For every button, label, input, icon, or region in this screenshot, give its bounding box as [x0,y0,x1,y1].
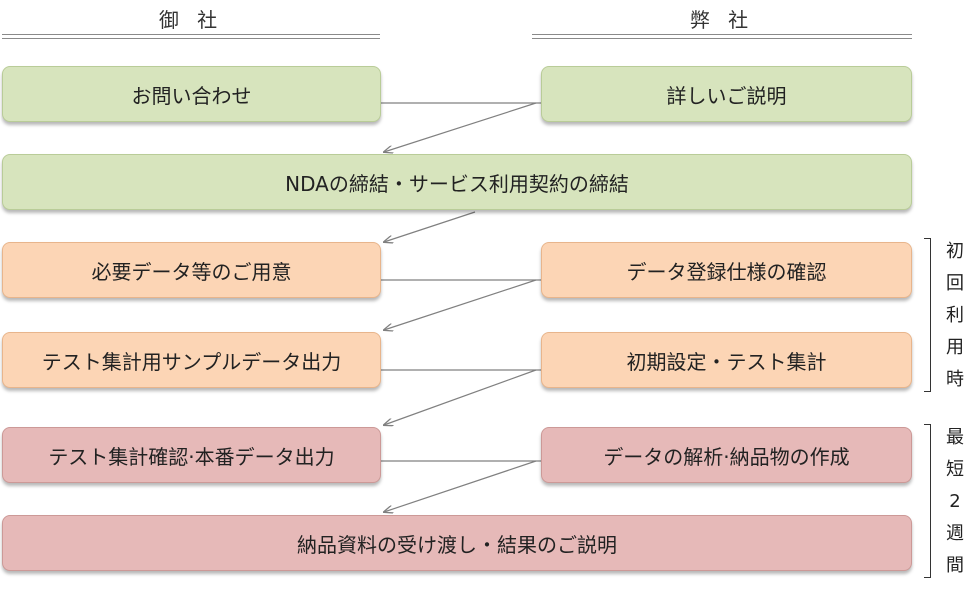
test-output-label: テスト集計用サンプルデータ出力 [41,349,342,374]
test-output-box: テスト集計用サンプルデータ出力 [2,332,381,388]
initial-setup-box: 初期設定・テスト集計 [541,332,912,388]
inquiry-label: お問い合わせ [131,83,252,108]
confirm-output-box: テスト集計確認·本番データ出力 [2,427,381,483]
confirm-spec-label: データ登録仕様の確認 [626,259,827,284]
initial-setup-label: 初期設定・テスト集計 [626,349,827,374]
prepare-data-box: 必要データ等のご用意 [2,242,381,298]
connector-arrow [384,369,537,425]
client-header-rule [2,34,380,39]
confirm-output-label: テスト集計確認·本番データ出力 [48,444,335,469]
analysis-label: データの解析·納品物の作成 [603,444,850,469]
nda-contract-label: NDAの締結・サービス利用契約の締結 [285,171,629,196]
confirm-spec-box: データ登録仕様の確認 [541,242,912,298]
inquiry-box: お問い合わせ [2,66,381,122]
shortest-period-label: 最 短 2 週 間 [946,427,964,576]
analysis-box: データの解析·納品物の作成 [541,427,912,483]
company-column-header: 弊 社 [689,8,755,32]
explanation-label: 詳しいご説明 [666,83,787,108]
connector-arrow [384,211,476,242]
explanation-box: 詳しいご説明 [541,66,912,122]
shortest-period-bracket [924,424,931,578]
connector-arrow [384,460,537,512]
connector-arrow [384,102,537,152]
first-use-bracket [924,238,931,392]
prepare-data-label: 必要データ等のご用意 [91,259,292,284]
first-use-label: 初 回 利 用 時 [946,241,964,390]
delivery-label: 納品資料の受け渡し・結果のご説明 [297,532,617,557]
company-header-rule [532,34,912,39]
nda-contract-box: NDAの締結・サービス利用契約の締結 [2,154,912,210]
client-column-header: 御 社 [158,8,224,32]
connector-arrow [384,279,537,330]
delivery-box: 納品資料の受け渡し・結果のご説明 [2,515,912,571]
